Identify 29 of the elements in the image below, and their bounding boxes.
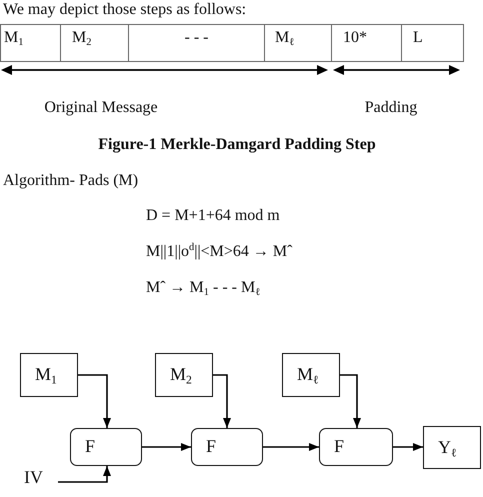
intro-text: We may depict those steps as follows: [3, 0, 246, 20]
table-cell: L [401, 24, 464, 62]
input-label: IV [24, 468, 44, 488]
span-label: Original Message [44, 98, 158, 118]
algorithm-heading: Algorithm- Pads (M) [3, 171, 138, 190]
equation: D = M+1+64 mod m [146, 206, 280, 226]
process-box: F [319, 428, 393, 466]
arrow [58, 466, 111, 483]
block-box: M$_{1}$ [20, 353, 78, 397]
equation: M||1||o$^{d}$||<M>64 → Mˆ [146, 242, 292, 262]
block-box: M$_{2}$ [155, 353, 213, 397]
table-cell: 10* [331, 24, 402, 62]
figure-caption: Figure-1 Merkle-Damgard Padding Step [98, 135, 376, 154]
table-cell: - - - [128, 24, 265, 62]
block-box: M$_{ℓ}$ [282, 353, 340, 397]
arrow [213, 374, 231, 428]
arrow [78, 374, 111, 428]
process-box: F [191, 428, 263, 466]
table-cell: M$_{1}$ [0, 24, 61, 62]
arrow [263, 443, 319, 451]
arrow [340, 374, 361, 428]
output-box: Y$_{ℓ}$ [423, 426, 481, 469]
span-label: Padding [364, 98, 418, 118]
arrow [393, 443, 423, 451]
table-cell: M$_{2}$ [60, 24, 129, 62]
table-cell: M$_{ℓ}$ [264, 24, 332, 62]
process-box: F [70, 428, 142, 466]
equation: Mˆ → M$_{1}$ - - - M$_{ℓ}$ [146, 278, 260, 298]
arrow [142, 443, 191, 451]
